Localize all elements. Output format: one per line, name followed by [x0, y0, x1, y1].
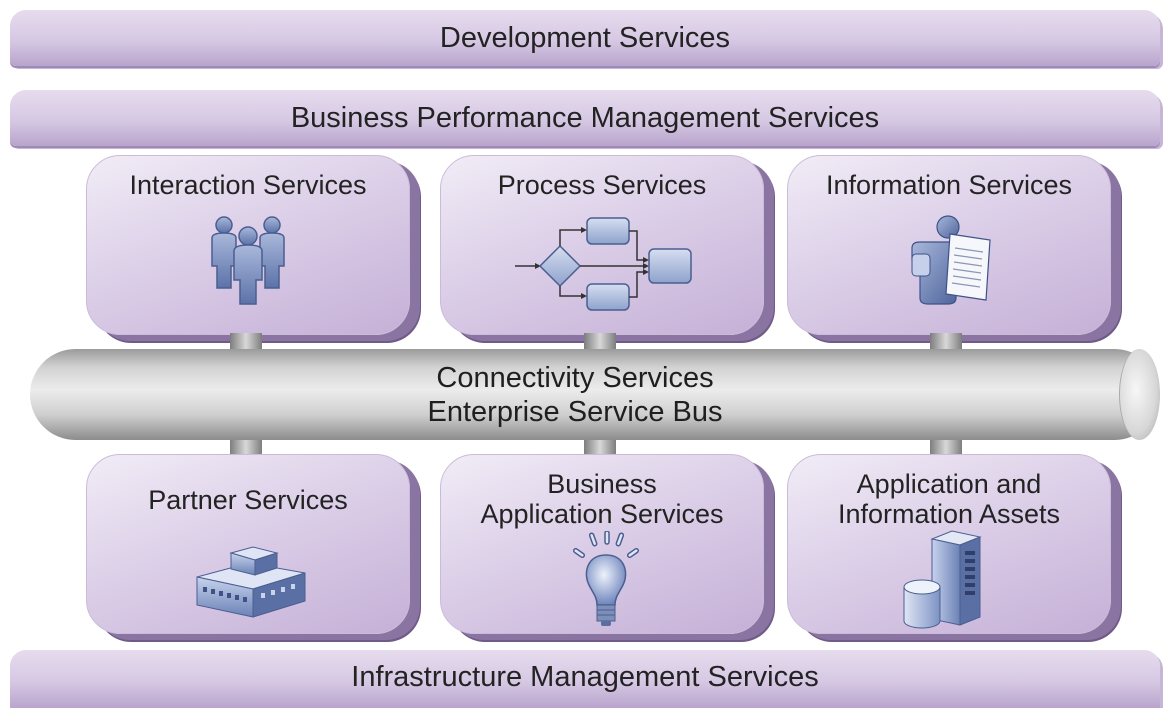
enterprise-service-bus: Connectivity Services Enterprise Service… [30, 349, 1160, 440]
bus-line2: Enterprise Service Bus [427, 396, 723, 428]
bpm-services-band: Business Performance Management Services [10, 90, 1160, 146]
connector-process [584, 333, 616, 349]
building-icon [196, 546, 306, 618]
business-application-services-title: Business Application Services [441, 469, 763, 529]
lightbulb-icon [572, 531, 640, 626]
information-document-icon [911, 215, 991, 305]
process-flow-icon [515, 217, 692, 311]
development-services-band: Development Services [10, 10, 1160, 66]
server-database-icon [903, 530, 982, 629]
connector-information [930, 333, 962, 349]
partner-services-box: Partner Services [86, 454, 410, 634]
connector-assets [930, 440, 962, 456]
assets-title-line1: Application and [856, 469, 1042, 499]
application-information-assets-box: Application and Information Assets [787, 454, 1111, 634]
process-services-box: Process Services [440, 155, 764, 335]
information-services-title: Information Services [825, 170, 1073, 200]
infrastructure-management-label: Infrastructure Management Services [351, 660, 819, 693]
bus-end-cap [1119, 349, 1160, 440]
interaction-services-box: Interaction Services [86, 155, 410, 335]
assets-title-line2: Information Assets [837, 499, 1061, 529]
connector-partner [230, 440, 262, 456]
connector-interaction [230, 333, 262, 349]
business-application-title-line1: Business [547, 469, 657, 499]
development-services-label: Development Services [439, 21, 731, 54]
interaction-services-title: Interaction Services [129, 170, 367, 200]
connector-business-application [584, 440, 616, 456]
infrastructure-management-band: Infrastructure Management Services [10, 650, 1160, 708]
bpm-services-label: Business Performance Management Services [290, 101, 880, 134]
bus-line1: Connectivity Services [436, 362, 714, 394]
people-group-icon [211, 216, 285, 305]
application-information-assets-title: Application and Information Assets [788, 469, 1110, 529]
partner-services-title: Partner Services [87, 485, 409, 515]
process-services-title: Process Services [497, 170, 707, 200]
business-application-services-box: Business Application Services [440, 454, 764, 634]
partner-services-title-line1: Partner Services [148, 485, 348, 515]
business-application-title-line2: Application Services [480, 499, 724, 529]
information-services-box: Information Services [787, 155, 1111, 335]
